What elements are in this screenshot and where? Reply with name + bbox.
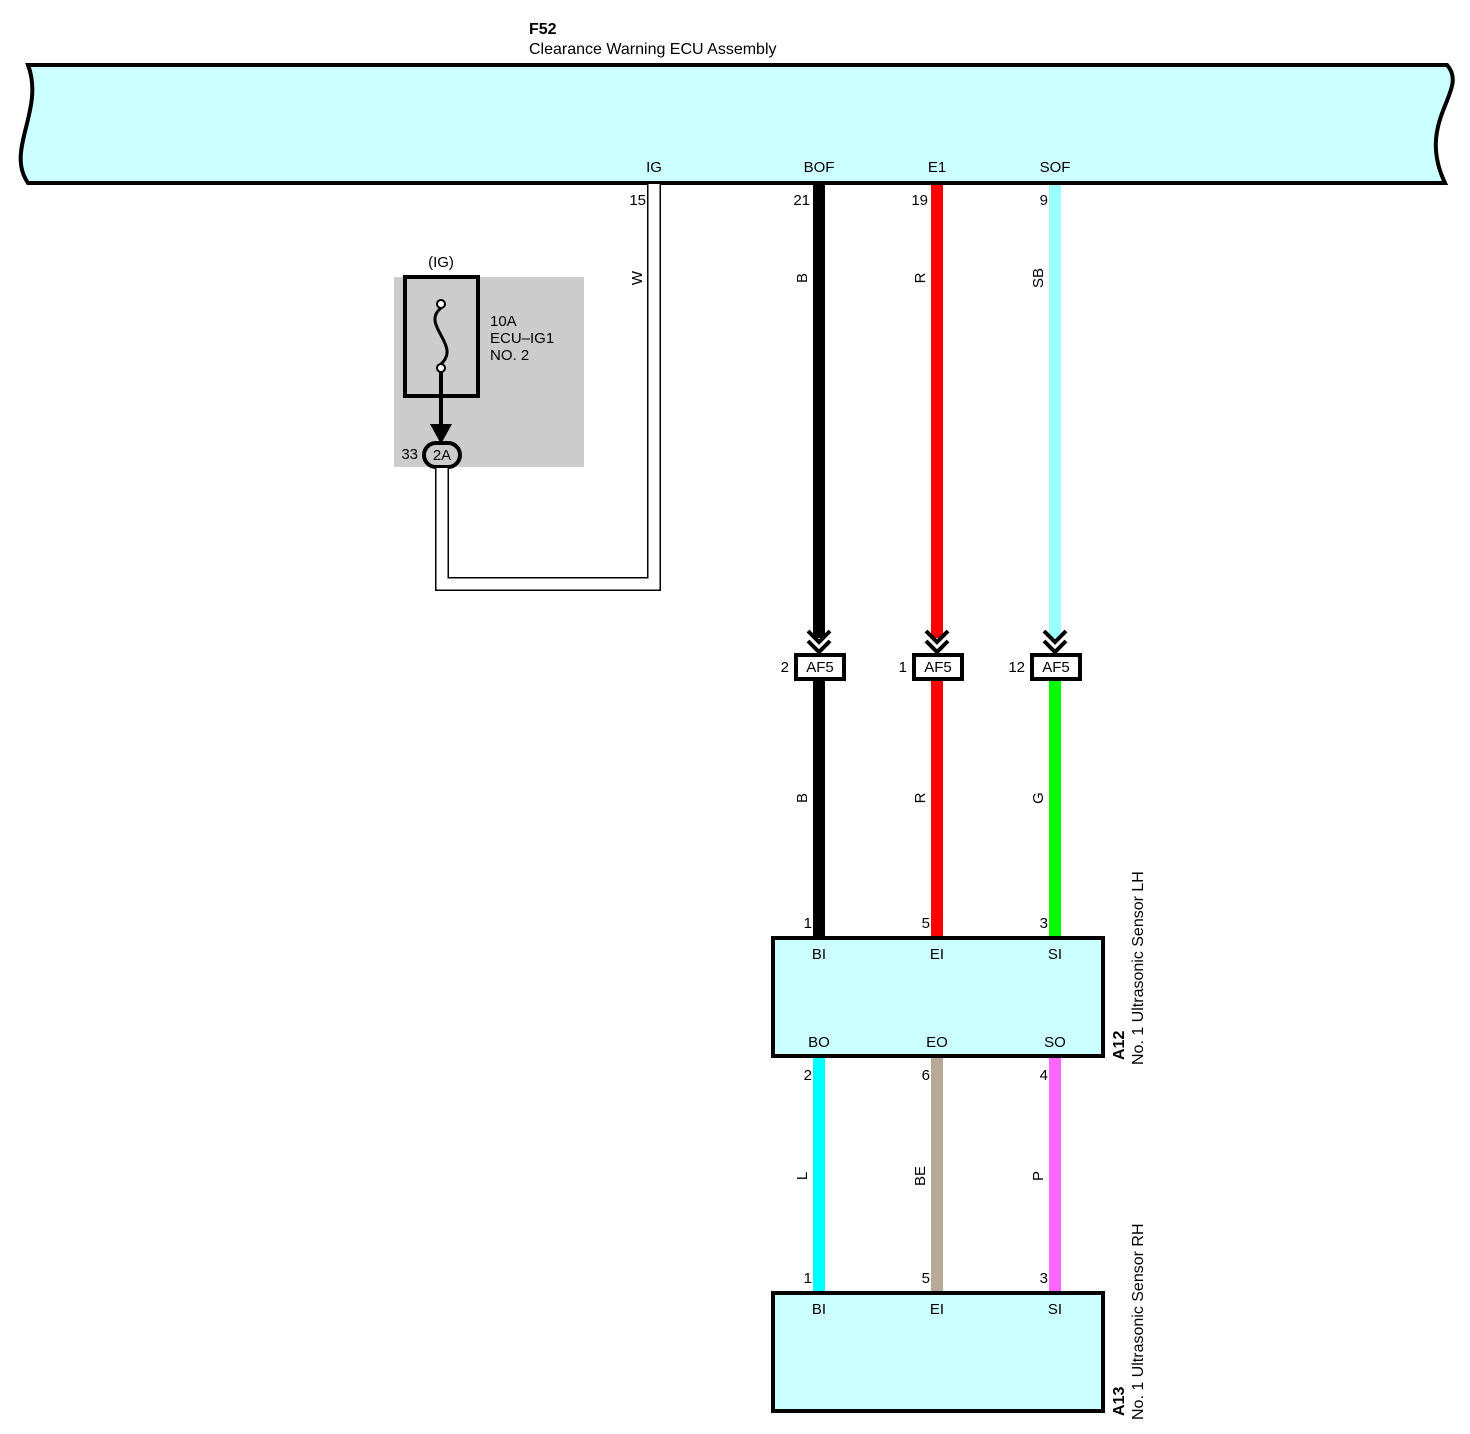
sensor-lh-code: A12 — [1111, 1031, 1128, 1060]
fuse-block: (IG) 10A ECU–IG1 NO. 2 2A 33 — [394, 254, 584, 469]
sensor-rh-in-pin-label: EI — [930, 1301, 944, 1318]
sensor-rh-code: A13 — [1111, 1387, 1128, 1416]
wire-p-lower-code: P — [1030, 1171, 1047, 1181]
ecu-pin-label-ig: IG — [646, 159, 662, 176]
sensor-rh-in-pin-number: 3 — [1040, 1270, 1048, 1287]
fuse-rating: 10A — [490, 313, 517, 330]
sensor-lh-in-pin-number: 3 — [1040, 915, 1048, 932]
af5-box-3 — [1030, 653, 1082, 681]
af5-code-2: AF5 — [924, 659, 952, 676]
sensor-rh-body — [771, 1291, 1105, 1413]
ecu-body — [18, 63, 1455, 185]
wire-ig-core — [436, 184, 660, 590]
sensor-lh-out-pin-label: EO — [926, 1034, 948, 1051]
wire-ig: W — [435, 184, 661, 591]
af5-code-1: AF5 — [806, 659, 834, 676]
ecu-pin-label-bof: BOF — [804, 159, 835, 176]
ecu-pin-number-15: 15 — [629, 192, 646, 209]
double-chevron-icon — [806, 629, 832, 655]
sensor-lh-in-pin-label: SI — [1048, 946, 1062, 963]
af5-box-2 — [912, 653, 964, 681]
arrow-down-icon — [430, 424, 452, 444]
wire-sof-upper-code: SB — [1030, 268, 1047, 288]
upper-wires: B R SB — [794, 185, 1061, 638]
fuse-connector-code: 2A — [433, 447, 451, 464]
ecu-name: Clearance Warning ECU Assembly — [529, 41, 777, 58]
sensor-lh-name: No. 1 Ultrasonic Sensor LH — [1130, 871, 1147, 1065]
ecu-pin-number-19: 19 — [911, 192, 928, 209]
wire-be-lower-code: BE — [912, 1166, 929, 1186]
fuse-icon — [433, 299, 449, 432]
fuse-number: NO. 2 — [490, 347, 529, 364]
fuse-name: ECU–IG1 — [490, 330, 554, 347]
ecu-pin-label-sof: SOF — [1040, 159, 1071, 176]
sensor-lh-out-pin-number: 2 — [804, 1067, 812, 1084]
af5-pin-2: 1 — [899, 659, 907, 676]
fuse-connector-pin: 33 — [401, 446, 418, 463]
sensor-lh-in-pin-number: 1 — [804, 915, 812, 932]
wire-l-lower-code: L — [794, 1172, 811, 1180]
sensor-rh: 1 5 3 BI EI SI A13 No. 1 Ultrasonic Sens… — [771, 1223, 1147, 1420]
ecu-code: F52 — [529, 21, 557, 38]
lower-wires: L BE P — [794, 1058, 1061, 1293]
fuse-panel — [394, 277, 584, 467]
af5-pin-3: 12 — [1008, 659, 1025, 676]
wire-b-middle-code: B — [794, 793, 811, 803]
junction-af5: AF5 AF5 AF5 2 1 12 — [781, 629, 1082, 681]
sensor-lh-in-pin-number: 5 — [922, 915, 930, 932]
wire-e1-upper-code: R — [912, 272, 929, 283]
wire-bof-upper-code: B — [794, 273, 811, 283]
fuse-circuit-label: (IG) — [428, 254, 454, 271]
middle-wires: B R G — [794, 681, 1061, 938]
sensor-rh-in-pin-number: 1 — [804, 1270, 812, 1287]
sensor-lh: 1 5 3 BI EI SI BO EO SO 2 6 4 A12 No. 1 … — [771, 871, 1147, 1084]
ecu-assembly: F52 Clearance Warning ECU Assembly IG BO… — [18, 21, 1455, 209]
sensor-rh-in-pin-label: BI — [812, 1301, 826, 1318]
sensor-lh-out-pin-number: 4 — [1040, 1067, 1048, 1084]
ecu-pin-label-e1: E1 — [928, 159, 946, 176]
sensor-rh-in-pin-number: 5 — [922, 1270, 930, 1287]
sensor-lh-body — [771, 936, 1105, 1058]
sensor-lh-in-pin-label: EI — [930, 946, 944, 963]
wire-ig-color-code: W — [629, 270, 646, 285]
double-chevron-icon — [1042, 629, 1068, 655]
sensor-rh-name: No. 1 Ultrasonic Sensor RH — [1130, 1223, 1147, 1420]
sensor-lh-out-pin-label: SO — [1044, 1034, 1066, 1051]
af5-code-3: AF5 — [1042, 659, 1070, 676]
sensor-rh-in-pin-label: SI — [1048, 1301, 1062, 1318]
af5-pin-1: 2 — [781, 659, 789, 676]
sensor-lh-out-pin-number: 6 — [922, 1067, 930, 1084]
sensor-lh-in-pin-label: BI — [812, 946, 826, 963]
wire-r-middle-code: R — [912, 792, 929, 803]
af5-box-1 — [794, 653, 846, 681]
double-chevron-icon — [924, 629, 950, 655]
wire-g-middle-code: G — [1030, 792, 1047, 804]
ecu-pin-number-9: 9 — [1040, 192, 1048, 209]
ecu-pin-number-21: 21 — [793, 192, 810, 209]
sensor-lh-out-pin-label: BO — [808, 1034, 830, 1051]
